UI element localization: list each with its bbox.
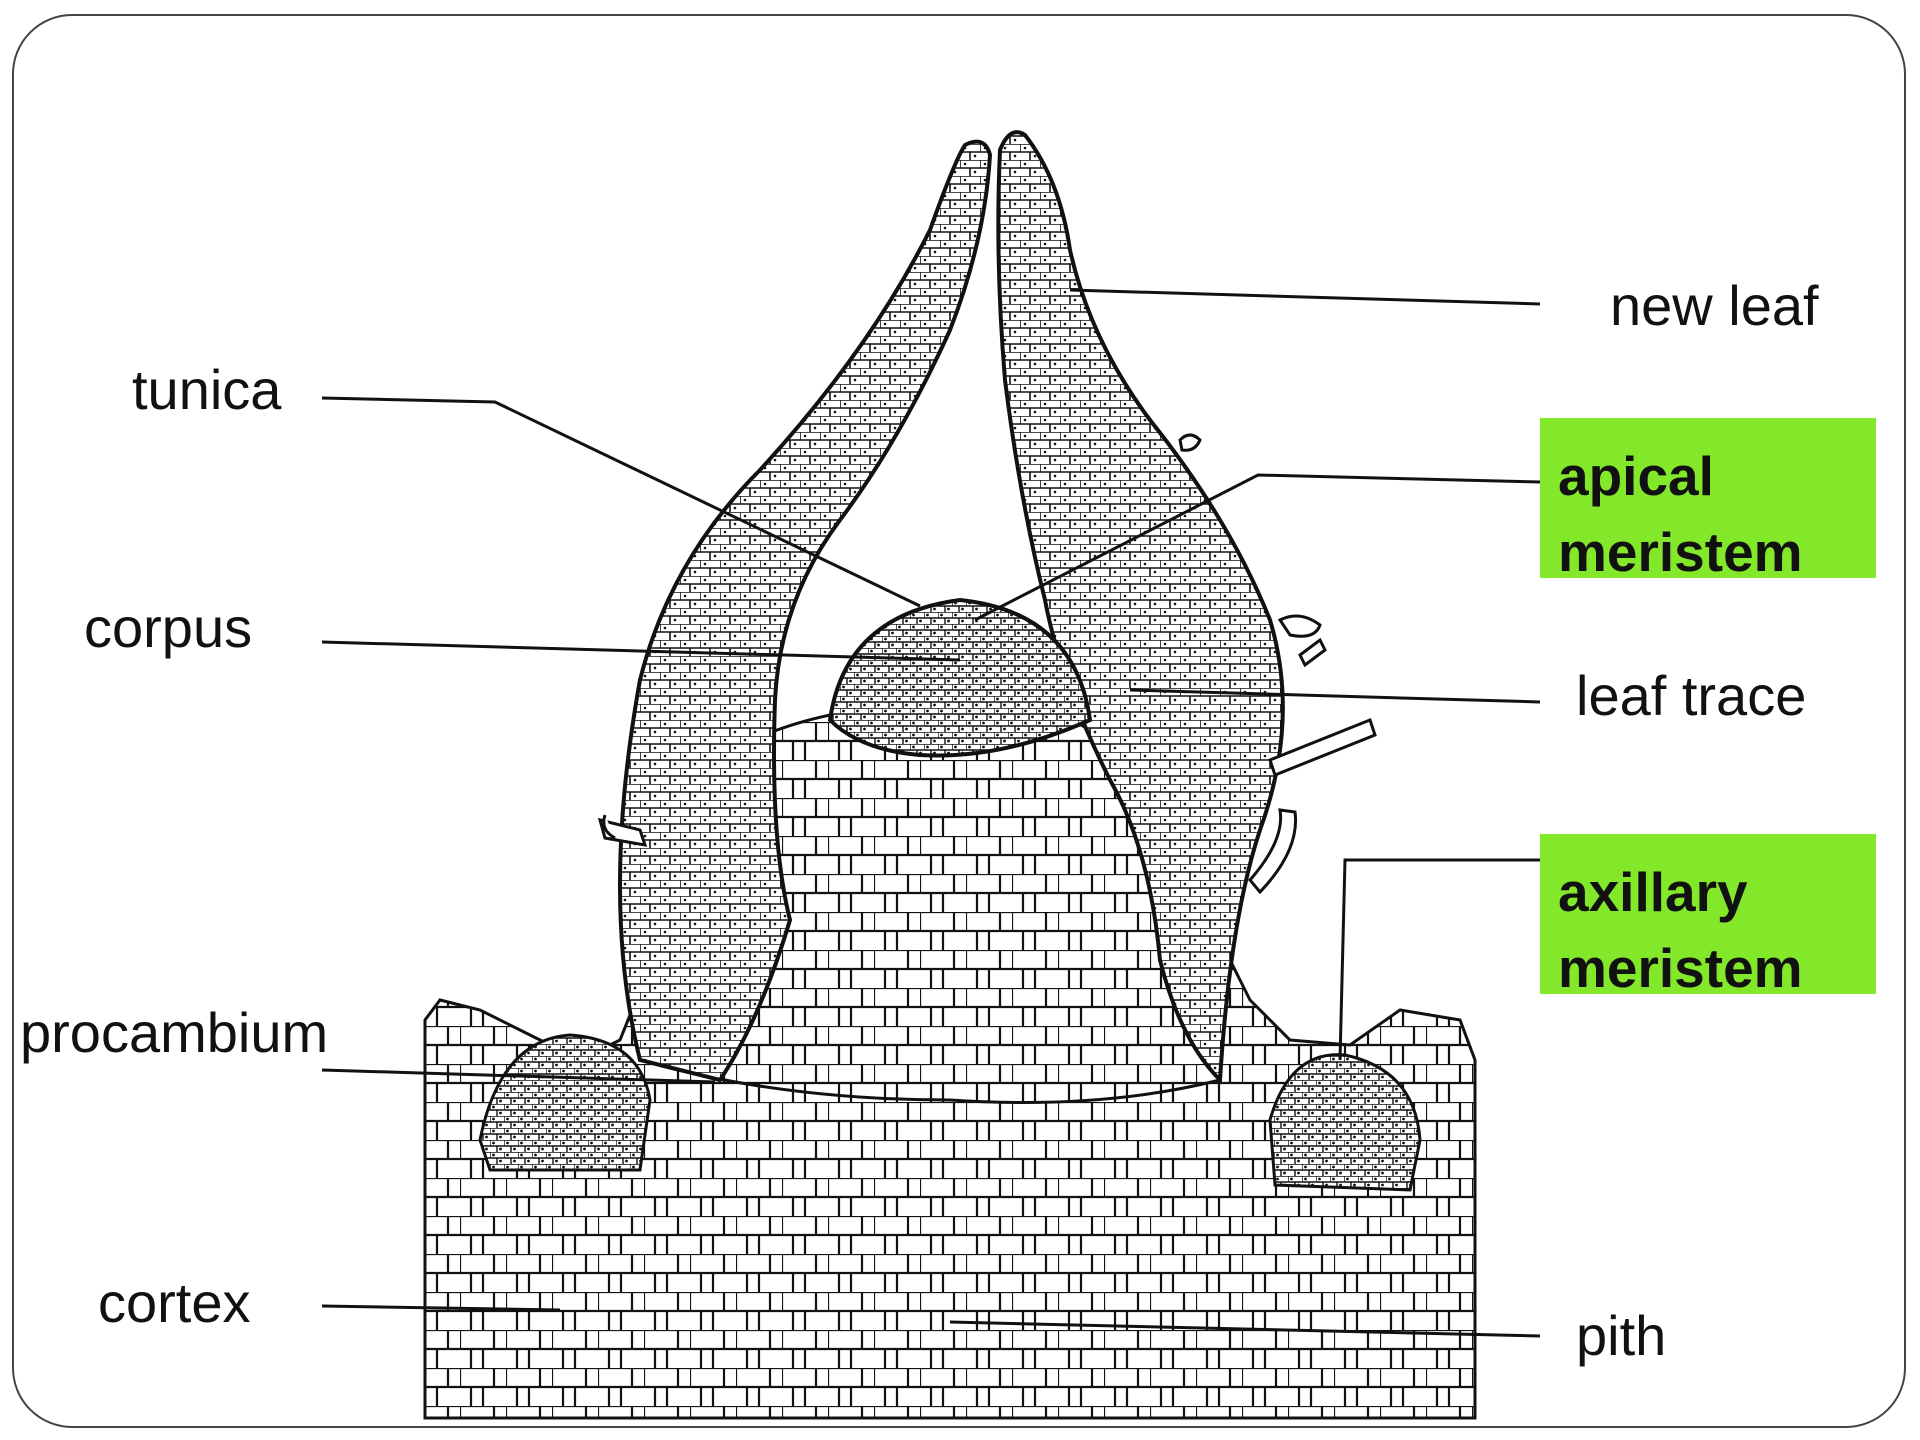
label-pith: pith	[1576, 1308, 1666, 1364]
label-tunica: tunica	[132, 362, 281, 418]
axillary-meristem-line1: axillary	[1558, 854, 1858, 930]
axillary-meristem-line2: meristem	[1558, 930, 1858, 1006]
label-leaf-trace: leaf trace	[1576, 668, 1806, 724]
apical-meristem-line2: meristem	[1558, 514, 1858, 590]
axillary-meristem-highlight: axillary meristem	[1540, 834, 1876, 994]
label-corpus: corpus	[84, 600, 252, 656]
new-leaf-leader	[1070, 290, 1540, 304]
label-new-leaf: new leaf	[1610, 278, 1819, 334]
apical-meristem-line1: apical	[1558, 438, 1858, 514]
label-procambium: procambium	[20, 1005, 328, 1061]
label-cortex: cortex	[98, 1275, 251, 1331]
apical-meristem-highlight: apical meristem	[1540, 418, 1876, 578]
